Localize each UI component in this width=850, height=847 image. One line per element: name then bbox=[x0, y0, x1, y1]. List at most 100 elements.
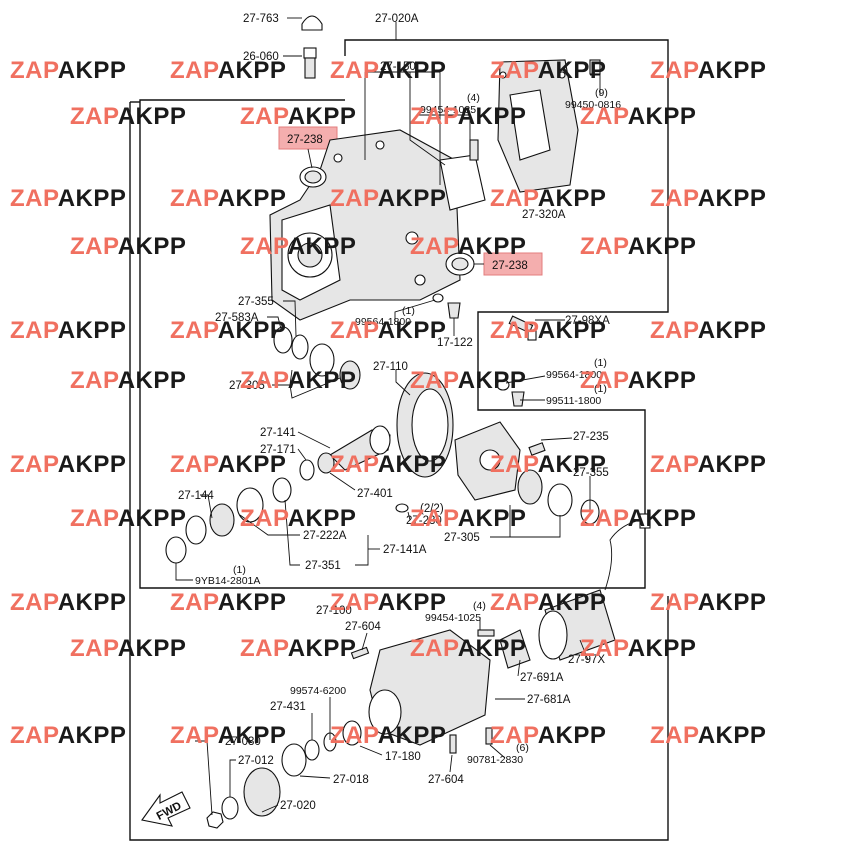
part-27-763 bbox=[301, 15, 323, 31]
part-27-171 bbox=[299, 459, 315, 481]
label-27-351: 27-351 bbox=[305, 560, 341, 572]
part-27-235 bbox=[528, 442, 546, 456]
watermark-text: ZAPAKPP bbox=[650, 185, 766, 212]
watermark-text: ZAPAKPP bbox=[580, 233, 696, 260]
label-27-235: 27-235 bbox=[573, 431, 609, 443]
label-qty-1c: (1) bbox=[594, 383, 607, 395]
watermark-text: ZAPAKPP bbox=[580, 635, 696, 662]
part-27-604-top bbox=[350, 646, 370, 660]
watermark-text: ZAPAKPP bbox=[330, 317, 446, 344]
watermark-text: ZAPAKPP bbox=[330, 722, 446, 749]
label-27-150: 27-150 bbox=[380, 61, 416, 73]
watermark-text: ZAPAKPP bbox=[650, 57, 766, 84]
label-99511-1800: 99511-1800 bbox=[546, 395, 601, 407]
label-qty-1a: (1) bbox=[402, 305, 415, 317]
watermark-text: ZAPAKPP bbox=[410, 103, 526, 130]
watermark-layer: ZAPAKPP ZAPAKPP ZAPAKPP ZAPAKPP ZAPAKPP ZAPAK… bbox=[10, 57, 766, 749]
frame-27-100 bbox=[129, 102, 669, 841]
watermark-text: ZAPAKPP bbox=[330, 451, 446, 478]
label-27-320A: 27-320A bbox=[522, 209, 566, 221]
watermark-text: ZAPAKPP bbox=[330, 57, 446, 84]
part-17-180 bbox=[342, 720, 362, 746]
part-27-98XA bbox=[508, 315, 537, 341]
watermark-text: ZAPAKPP bbox=[170, 589, 286, 616]
watermark-text: ZAPAKPP bbox=[70, 103, 186, 130]
watermark-text: ZAPAKPP bbox=[580, 367, 696, 394]
label-27-020A: 27-020A bbox=[375, 13, 419, 25]
watermark-text: ZAPAKPP bbox=[490, 589, 606, 616]
watermark-text: ZAPAKPP bbox=[330, 185, 446, 212]
fwd-arrow: FWD bbox=[141, 791, 191, 827]
part-27-305-left bbox=[309, 343, 361, 390]
watermark-text: ZAPAKPP bbox=[490, 317, 606, 344]
part-27-305-right bbox=[517, 469, 573, 517]
part-17-122 bbox=[447, 302, 461, 319]
watermark-text: ZAPAKPP bbox=[490, 185, 606, 212]
label-27-97X: 27-97X bbox=[568, 654, 605, 666]
label-27-583A: 27-583A bbox=[215, 312, 259, 324]
label-27-144: 27-144 bbox=[178, 490, 214, 502]
part-27-030 bbox=[206, 811, 224, 829]
part-99564-1800-b bbox=[496, 379, 510, 391]
label-27-305-right: 27-305 bbox=[444, 532, 480, 544]
part-differential-case bbox=[454, 421, 521, 501]
watermark-text: ZAPAKPP bbox=[650, 451, 766, 478]
label-page-ref: (2/2) bbox=[420, 503, 444, 515]
part-27-691A bbox=[499, 629, 531, 669]
part-27-583A bbox=[273, 326, 293, 354]
label-27-110: 27-110 bbox=[373, 361, 408, 373]
part-27-320A bbox=[497, 59, 601, 193]
watermark-text: ZAPAKPP bbox=[170, 451, 286, 478]
label-26-060: 26-060 bbox=[243, 51, 279, 63]
label-qty-4b: (4) bbox=[473, 600, 486, 612]
part-99511-1800 bbox=[511, 391, 525, 407]
label-27-238-top: 27-238 bbox=[287, 134, 323, 146]
label-27-141: 27-141 bbox=[260, 427, 296, 439]
label-27-305-left: 27-305 bbox=[229, 380, 265, 392]
part-26-060 bbox=[303, 47, 317, 79]
watermark-text: ZAPAKPP bbox=[580, 505, 696, 532]
watermark-text: ZAPAKPP bbox=[70, 505, 186, 532]
watermark-text: ZAPAKPP bbox=[490, 451, 606, 478]
label-27-401: 27-401 bbox=[357, 488, 393, 500]
label-99574-6200: 99574-6200 bbox=[290, 685, 346, 697]
part-27-018 bbox=[281, 743, 307, 777]
watermark-text: ZAPAKPP bbox=[240, 367, 356, 394]
label-90781-2830: 90781-2830 bbox=[467, 754, 523, 766]
parts bbox=[165, 15, 651, 829]
label-99564-1800-a: 99564-1800 bbox=[355, 316, 411, 328]
watermark-text: ZAPAKPP bbox=[70, 233, 186, 260]
frame-27-020A bbox=[139, 39, 669, 589]
part-27-144 bbox=[185, 503, 235, 545]
label-27-98XA: 27-98XA bbox=[565, 315, 610, 327]
part-27-230 bbox=[395, 503, 409, 513]
label-99454-1035: 99454-1035 bbox=[420, 104, 476, 116]
label-17-122: 17-122 bbox=[437, 337, 473, 349]
watermark-text: ZAPAKPP bbox=[650, 589, 766, 616]
watermark-text: ZAPAKPP bbox=[170, 317, 286, 344]
label-27-431: 27-431 bbox=[270, 701, 306, 713]
watermark-text: ZAPAKPP bbox=[650, 722, 766, 749]
label-27-230: 27-230 bbox=[406, 515, 442, 527]
watermark-text: ZAPAKPP bbox=[330, 589, 446, 616]
watermark-text: ZAPAKPP bbox=[10, 589, 126, 616]
part-27-681A-housing bbox=[368, 629, 491, 746]
label-27-681A: 27-681A bbox=[527, 694, 571, 706]
watermark-text: ZAPAKPP bbox=[240, 505, 356, 532]
label-27-171: 27-171 bbox=[260, 444, 296, 456]
label-27-020: 27-020 bbox=[280, 800, 316, 812]
label-27-691A: 27-691A bbox=[520, 672, 564, 684]
watermark-text: ZAPAKPP bbox=[490, 57, 606, 84]
label-9YB14-2801A: 9YB14-2801A bbox=[195, 575, 260, 587]
watermark-text: ZAPAKPP bbox=[490, 722, 606, 749]
part-27-351 bbox=[272, 477, 292, 503]
part-27-141-pinion bbox=[329, 425, 391, 471]
label-qty-4a: (4) bbox=[467, 92, 480, 104]
label-27-012: 27-012 bbox=[238, 755, 274, 767]
label-99564-1800-b: 99564-1800 bbox=[546, 369, 602, 381]
leader-lines bbox=[175, 17, 601, 816]
label-qty-6: (6) bbox=[516, 742, 529, 754]
watermark-text: ZAPAKPP bbox=[410, 367, 526, 394]
part-27-604-bottom bbox=[449, 734, 457, 754]
